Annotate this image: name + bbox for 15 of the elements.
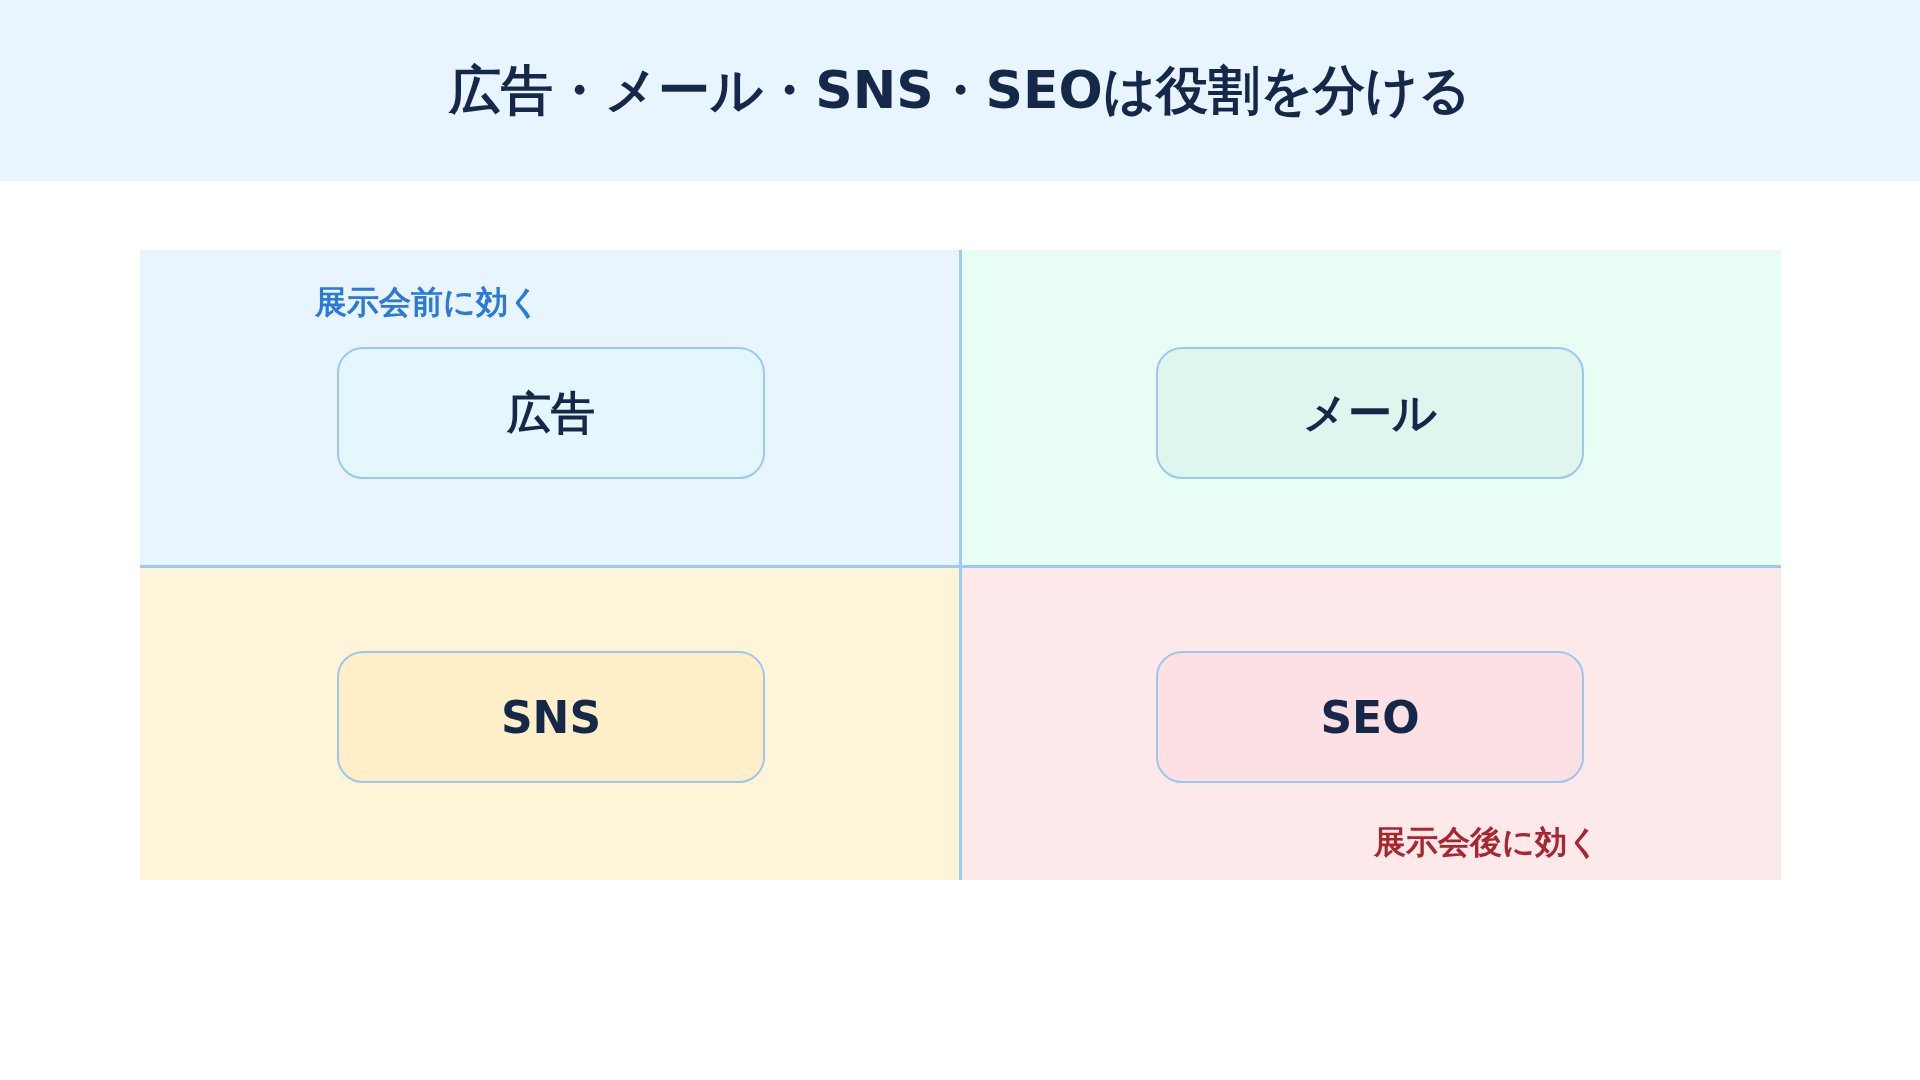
card-label: メール (1303, 385, 1437, 440)
category-card (1156, 651, 1584, 783)
quadrant-panel (140, 566, 961, 880)
category-card (337, 347, 765, 479)
page-title: 広告・メール・SNS・SEOは役割を分ける (447, 59, 1472, 122)
card-label: 広告 (507, 385, 595, 440)
quadrant-panel (140, 250, 961, 566)
card-label: SNS (500, 691, 602, 743)
quadrant-panel (961, 566, 1781, 880)
quadrant-label: 展示会前に効く (315, 282, 541, 322)
card-label: SEO (1320, 691, 1420, 743)
quadrant-panel (961, 250, 1781, 566)
category-card (337, 651, 765, 783)
quadrant-label: 展示会後に効く (1374, 822, 1600, 862)
category-card (1156, 347, 1584, 479)
